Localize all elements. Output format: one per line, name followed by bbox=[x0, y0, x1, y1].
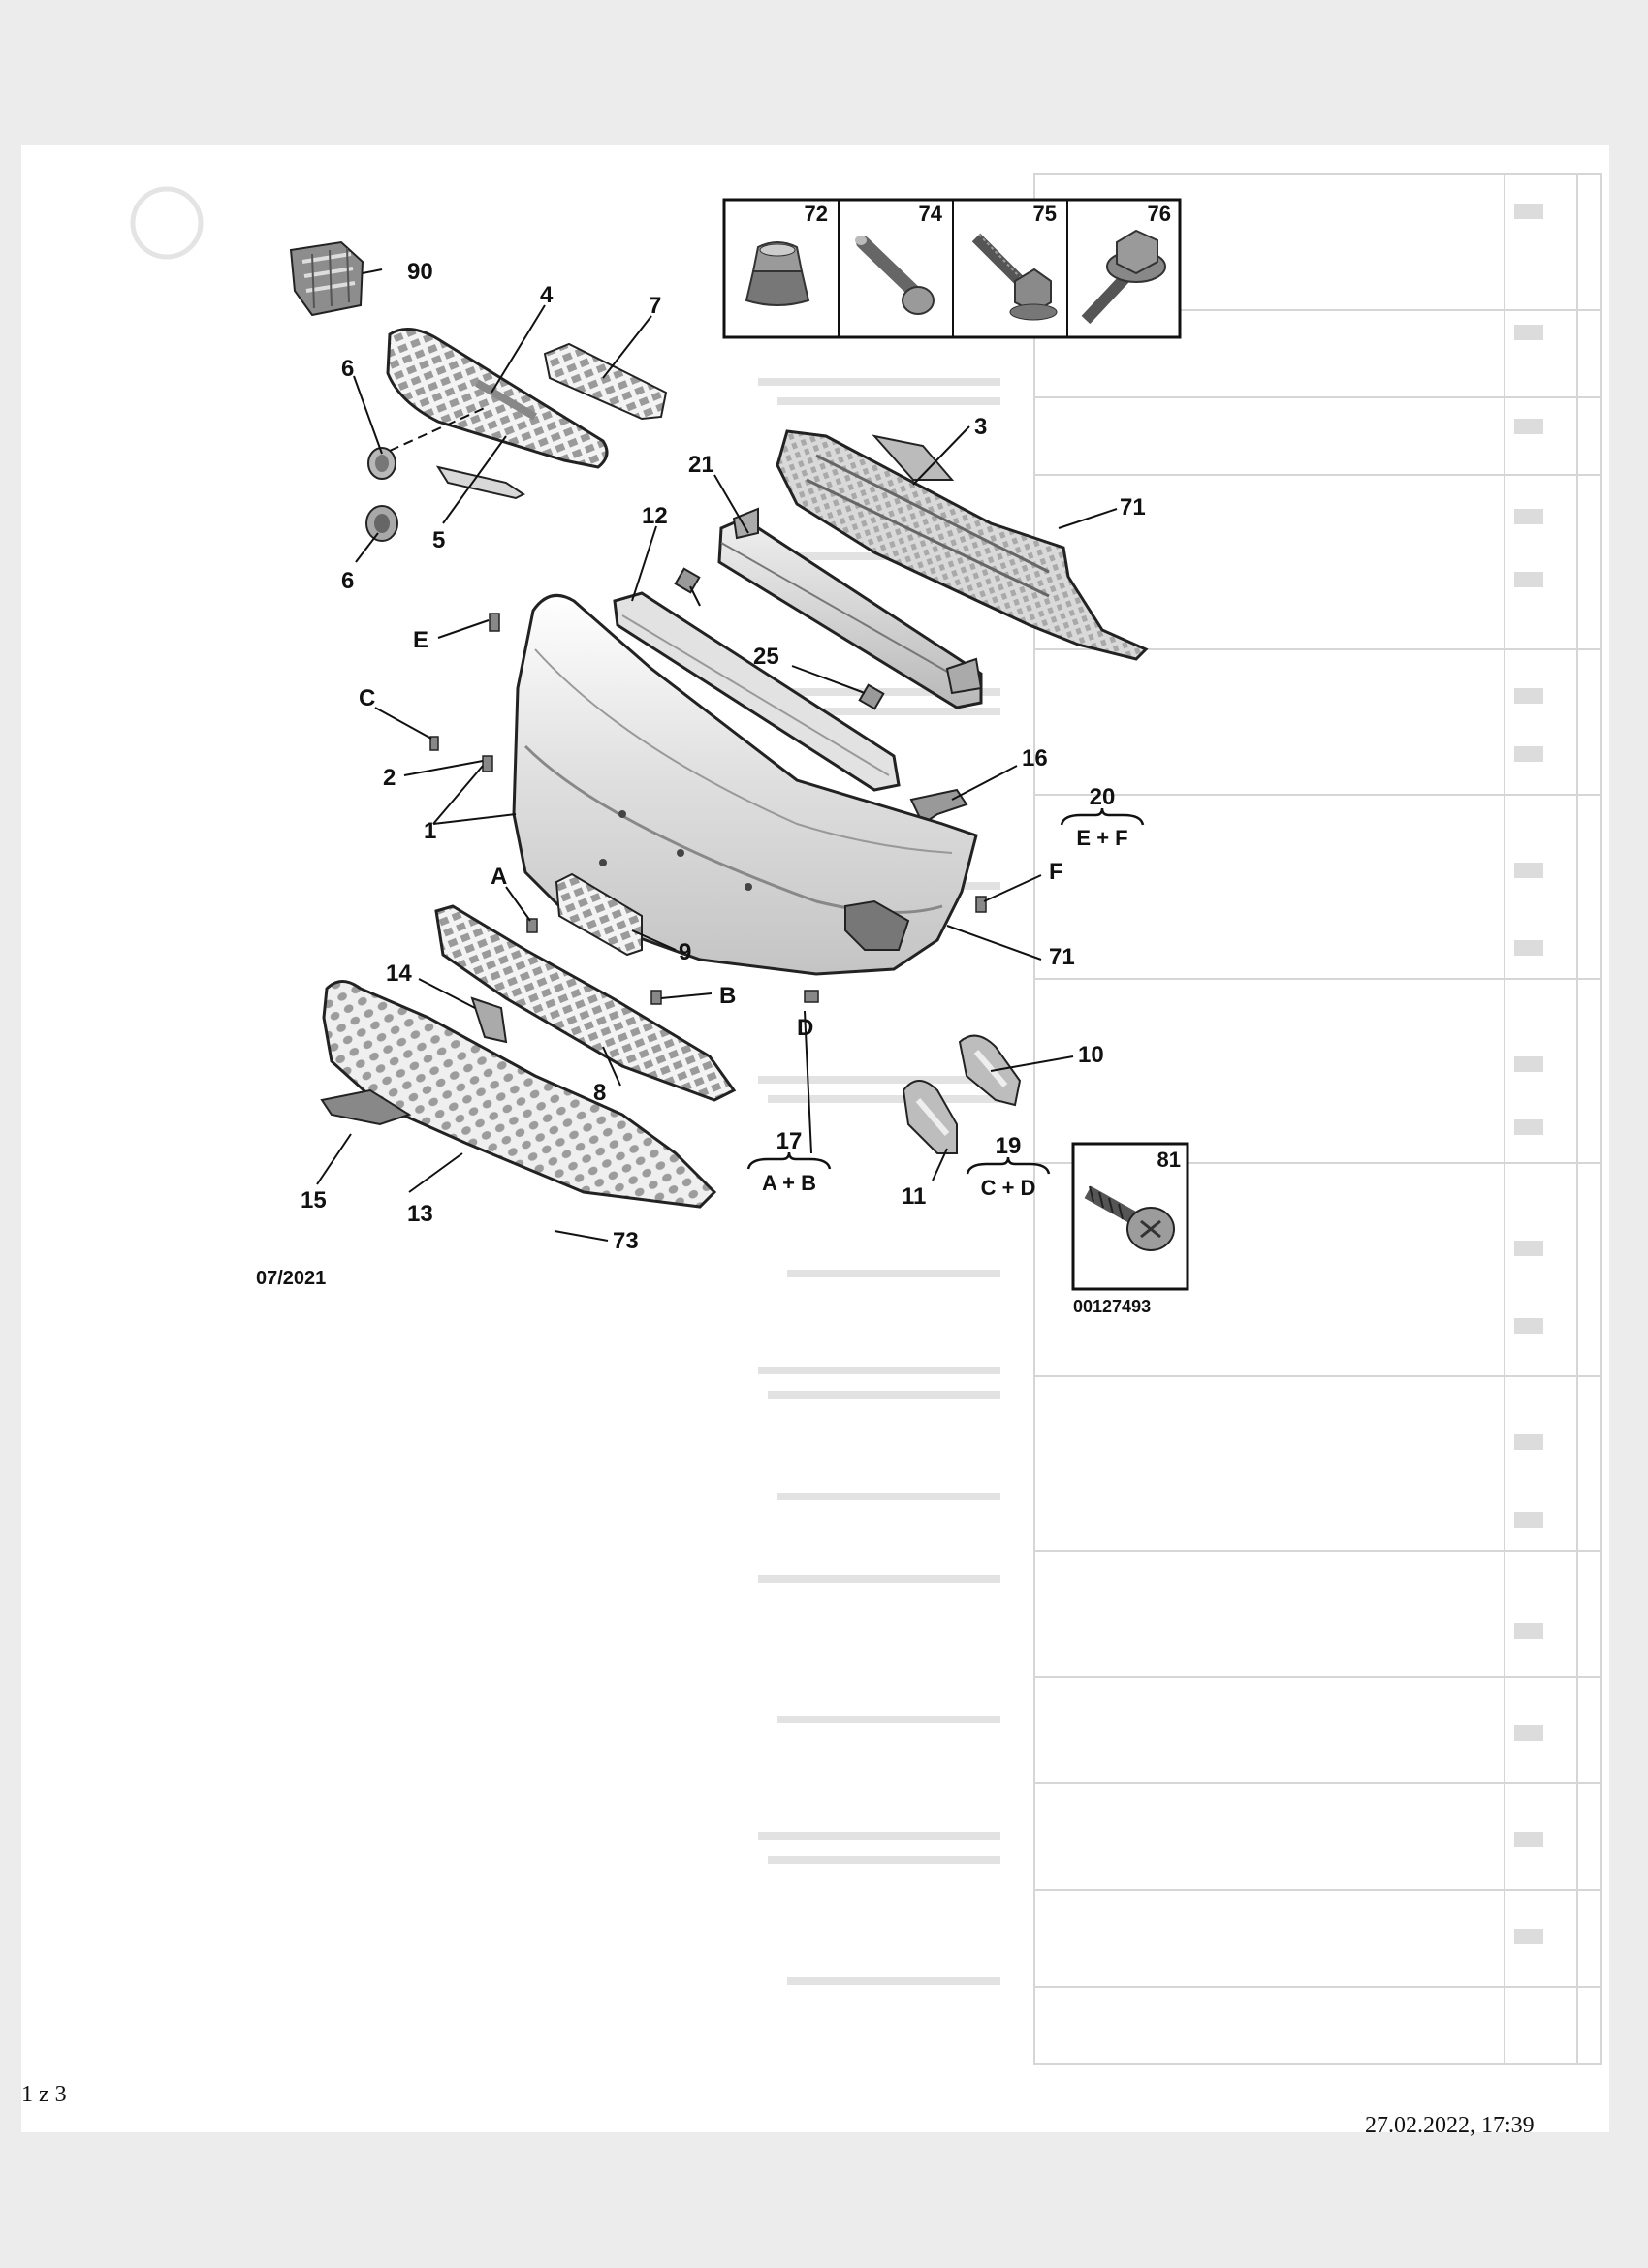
part-8-lower-grille bbox=[434, 904, 737, 1102]
flange-bolt-icon bbox=[1081, 229, 1166, 325]
part-7-grille-insert bbox=[543, 342, 668, 421]
callout-8: 8 bbox=[593, 1080, 606, 1106]
group-20: 20 E + F bbox=[1060, 784, 1145, 850]
screw-icon bbox=[1084, 1185, 1175, 1251]
part-3-upper-frame bbox=[776, 429, 1149, 661]
leader-lines bbox=[316, 304, 1118, 1242]
part-14-clip bbox=[470, 996, 508, 1044]
group-20-number: 20 bbox=[1090, 784, 1116, 810]
print-datetime: 27.02.2022, 17:39 bbox=[1365, 2113, 1535, 2138]
clip-E bbox=[489, 613, 500, 632]
callout-9: 9 bbox=[679, 939, 691, 965]
callout-B: B bbox=[719, 983, 736, 1009]
screw-box: 81 bbox=[1071, 1142, 1189, 1291]
callout-14: 14 bbox=[386, 961, 412, 987]
part-4-upper-grille bbox=[386, 328, 609, 469]
part-25-bracket-right bbox=[858, 683, 885, 710]
image-ref: 00127493 bbox=[1073, 1297, 1151, 1316]
callout-71-upper: 71 bbox=[1120, 494, 1146, 520]
group-17: 17 A + B bbox=[746, 1128, 832, 1195]
callout-D: D bbox=[797, 1015, 813, 1041]
part-13-lower-mesh bbox=[322, 980, 717, 1209]
fastener-label-72: 72 bbox=[805, 202, 828, 226]
callout-10: 10 bbox=[1078, 1042, 1104, 1068]
page-number: 1 z 3 bbox=[21, 2082, 67, 2107]
callout-2: 2 bbox=[383, 765, 396, 791]
part-10-fog-surround bbox=[958, 1034, 1022, 1107]
callout-A: A bbox=[491, 864, 507, 890]
group-19: 19 C + D bbox=[966, 1133, 1051, 1200]
part-11-fog-surround bbox=[902, 1080, 958, 1154]
clip-D bbox=[804, 990, 819, 1003]
date-code: 07/2021 bbox=[256, 1268, 326, 1289]
callout-13: 13 bbox=[407, 1201, 433, 1227]
callout-25: 25 bbox=[753, 644, 779, 670]
clip-B bbox=[650, 990, 662, 1005]
callout-6-lower: 6 bbox=[341, 568, 354, 594]
clip-F bbox=[975, 896, 987, 913]
fastener-label-76: 76 bbox=[1148, 202, 1171, 226]
callout-90: 90 bbox=[407, 259, 433, 285]
callout-73: 73 bbox=[613, 1228, 639, 1254]
part-5-trim-strip bbox=[435, 465, 525, 500]
clip-A bbox=[526, 918, 538, 933]
part-1-bumper-cover bbox=[512, 593, 978, 976]
group-19-number: 19 bbox=[996, 1133, 1022, 1159]
callout-3: 3 bbox=[974, 414, 987, 440]
fastener-box: 72 74 75 76 bbox=[722, 198, 1182, 339]
part-6-emblem-lower bbox=[365, 505, 398, 542]
callout-21: 21 bbox=[688, 452, 714, 478]
screw-label-81: 81 bbox=[1157, 1148, 1181, 1172]
callout-15: 15 bbox=[301, 1187, 327, 1213]
part-12-foam-absorber bbox=[613, 591, 901, 792]
bolt-icon bbox=[971, 233, 1058, 321]
scanned-page: 72 74 75 76 bbox=[21, 145, 1609, 2132]
group-19-members: C + D bbox=[981, 1176, 1036, 1200]
callout-71-lower: 71 bbox=[1049, 944, 1075, 970]
fastener-label-75: 75 bbox=[1033, 202, 1057, 226]
callout-12: 12 bbox=[642, 503, 668, 529]
group-20-members: E + F bbox=[1076, 826, 1127, 850]
callout-1: 1 bbox=[424, 818, 436, 844]
clip-C bbox=[429, 736, 439, 751]
part-9-lower-insert bbox=[555, 872, 643, 957]
callout-5: 5 bbox=[432, 527, 445, 553]
callout-4: 4 bbox=[540, 282, 554, 308]
part-6-emblem-upper bbox=[367, 447, 396, 480]
part-25-bracket-left bbox=[674, 567, 701, 594]
fastener-label-74: 74 bbox=[919, 202, 943, 226]
pin-icon bbox=[855, 236, 935, 315]
part-15-bracket bbox=[320, 1088, 412, 1126]
callout-7: 7 bbox=[649, 293, 661, 319]
callout-C: C bbox=[359, 685, 375, 711]
callout-16: 16 bbox=[1022, 745, 1048, 772]
callout-11: 11 bbox=[902, 1183, 926, 1210]
group-17-number: 17 bbox=[776, 1128, 803, 1154]
part-2-clip bbox=[482, 755, 493, 772]
part-21-absorber-beam bbox=[717, 507, 983, 709]
part-90-connector bbox=[289, 240, 383, 317]
group-17-members: A + B bbox=[762, 1171, 816, 1195]
bleed-through-table bbox=[130, 173, 1602, 2065]
callout-E: E bbox=[413, 627, 428, 653]
clip-icon bbox=[745, 241, 810, 306]
callout-6-upper: 6 bbox=[341, 356, 354, 382]
callout-F: F bbox=[1049, 859, 1063, 885]
